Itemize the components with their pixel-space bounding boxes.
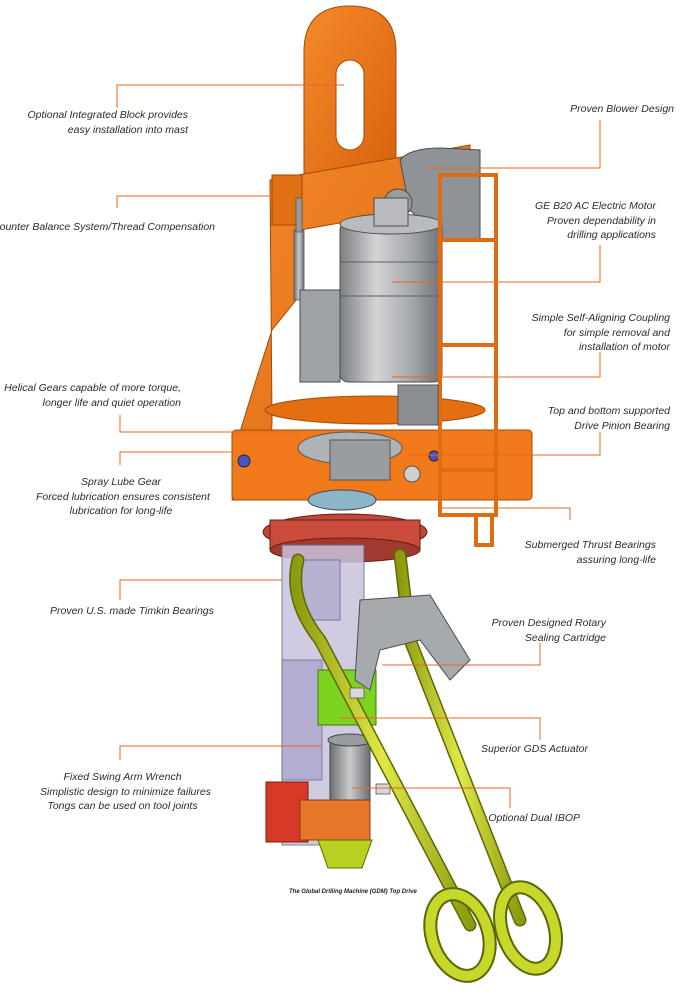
label-line: assuring long-life: [576, 553, 656, 566]
leader-counter-balance: [116, 195, 282, 208]
label-line: Forced lubrication ensures consistent: [36, 490, 210, 503]
leader-lines: [116, 84, 601, 808]
gearbox: [297, 384, 439, 511]
label-line: Proven dependability in: [546, 214, 656, 227]
label-line: Superior GDS Actuator: [481, 743, 588, 755]
label-line: for simple removal and: [563, 326, 670, 339]
label-dual-ibop: Optional Dual IBOP: [488, 811, 580, 826]
integrated-block: [303, 5, 397, 176]
label-line: installation of motor: [578, 341, 670, 353]
label-helical-gears: Helical Gears capable of more torque, lon…: [4, 381, 181, 410]
label-line: drilling applications: [567, 229, 656, 241]
label-coupling: Simple Self-Aligning Coupling for simple …: [532, 311, 670, 355]
counter-balance-cylinder: [293, 197, 305, 301]
leader-timkin-bearings: [119, 579, 282, 600]
leader-swing-arm-wrench: [119, 745, 322, 760]
leader-helical-gears: [119, 415, 300, 433]
label-line: Spray Lube Gear: [81, 476, 161, 488]
label-line: Sealing Cartridge: [524, 631, 606, 644]
label-thrust-bearings: Submerged Thrust Bearings assuring long-l…: [525, 538, 656, 567]
label-line: Tongs can be used on tool joints: [47, 800, 198, 812]
leader-electric-motor: [392, 245, 601, 283]
label-line: Submerged Thrust Bearings: [524, 539, 656, 551]
label-line: easy installation into mast: [67, 123, 188, 136]
link-tilt-bracket: [354, 594, 471, 691]
label-blower-design: Proven Blower Design: [570, 102, 674, 117]
label-integrated-block: Optional Integrated Block provides easy i…: [27, 108, 188, 137]
label-line: GE B20 AC Electric Motor: [535, 200, 656, 212]
leader-coupling: [392, 352, 601, 378]
label-line: lubrication for long-life: [69, 505, 173, 517]
label-line: Optional Dual IBOP: [488, 812, 580, 824]
leader-rotary-cartridge: [382, 643, 541, 666]
label-line: Fixed Swing Arm Wrench: [63, 771, 182, 783]
leader-spray-lube: [119, 451, 232, 465]
label-line: Proven Blower Design: [570, 103, 674, 115]
label-gds-actuator: Superior GDS Actuator: [481, 742, 588, 757]
label-line: longer life and quiet operation: [42, 396, 181, 409]
label-line: Drive Pinion Bearing: [574, 419, 670, 432]
label-line: Helical Gears capable of more torque,: [4, 382, 181, 394]
figure-caption: The Global Drilling Machine (GDM) Top Dr…: [289, 889, 417, 895]
label-line: Simplistic design to minimize failures: [40, 785, 211, 798]
swing-arm-wrench: [265, 781, 373, 869]
label-line: Proven Designed Rotary: [491, 617, 606, 629]
label-line: Proven U.S. made Timkin Bearings: [50, 605, 214, 617]
electric-motor: [299, 197, 443, 383]
leader-integrated-block: [116, 84, 344, 108]
leader-drive-pinion: [408, 432, 601, 456]
leader-thrust-bearings: [442, 507, 571, 520]
leader-gds-actuator: [340, 717, 541, 740]
label-timkin-bearings: Proven U.S. made Timkin Bearings: [50, 604, 214, 619]
label-line: Top and bottom supported: [547, 405, 670, 417]
label-line: Counter Balance System/Thread Compensati…: [0, 221, 215, 233]
leader-blower-design: [426, 120, 601, 169]
leader-dual-ibop: [352, 787, 511, 808]
label-counter-balance: Counter Balance System/Thread Compensati…: [0, 220, 215, 235]
side-cage: [438, 173, 498, 547]
label-line: Optional Integrated Block provides: [27, 109, 188, 121]
label-line: Simple Self-Aligning Coupling: [531, 312, 670, 324]
